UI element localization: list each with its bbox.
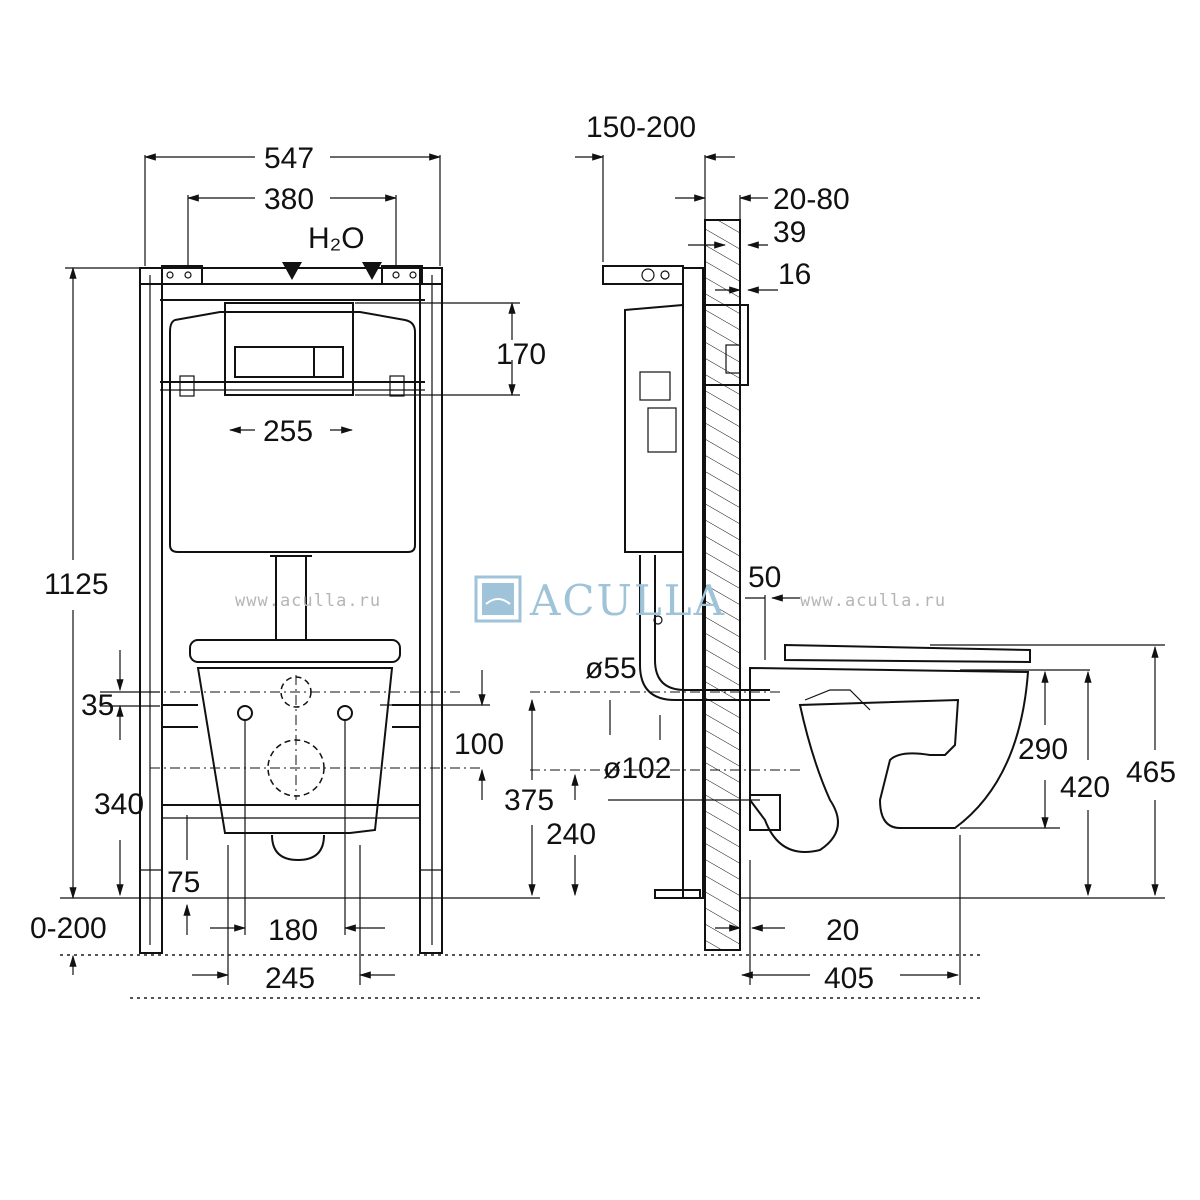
dim-150-200: 150-200	[586, 111, 696, 144]
flush-buttons	[234, 346, 344, 378]
dim-39: 39	[773, 216, 806, 249]
left-frame-post	[139, 267, 163, 954]
dim-255: 255	[263, 415, 313, 448]
dim-340: 340	[94, 788, 144, 821]
dim-547: 547	[264, 142, 314, 175]
dim-35: 35	[81, 689, 114, 722]
cistern-side	[624, 303, 684, 553]
water-inlet-arrow-right	[362, 262, 382, 280]
aculla-logo-icon	[474, 575, 522, 623]
dim-180: 180	[268, 914, 318, 947]
dim-420: 420	[1060, 771, 1110, 804]
dim-100: 100	[454, 728, 504, 761]
flush-plate	[224, 302, 354, 396]
dim-20-80: 20-80	[773, 183, 850, 216]
dim-16: 16	[778, 258, 811, 291]
dim-h2o: H₂O	[308, 222, 365, 255]
dim-d102: ø102	[603, 752, 671, 785]
seat-lid-side	[784, 643, 1031, 664]
dim-375: 375	[504, 784, 554, 817]
right-frame-post	[419, 267, 443, 954]
front-dimensions	[60, 153, 540, 985]
watermark-left: www.aculla.ru	[235, 591, 381, 611]
wall-section	[704, 219, 741, 951]
dim-0-200: 0-200	[30, 912, 107, 945]
dimension-labels: 547 380 H₂O 170 255 1125 35 340 75 0-200…	[30, 111, 1176, 995]
water-inlet-arrow-left	[282, 262, 302, 280]
cistern-body	[169, 311, 416, 553]
side-dimensions	[528, 153, 1165, 985]
watermark-logo: ACULLA	[529, 576, 726, 625]
dim-75: 75	[167, 866, 200, 899]
side-view	[530, 219, 1031, 951]
toilet-bowl-front	[196, 667, 394, 834]
top-bracket	[602, 265, 684, 285]
dim-245: 245	[265, 962, 315, 995]
dim-465: 465	[1126, 756, 1176, 789]
dim-405: 405	[824, 962, 874, 995]
dim-20: 20	[826, 914, 859, 947]
dim-1125: 1125	[44, 568, 109, 601]
dim-50: 50	[748, 561, 781, 594]
toilet-bowl-side	[749, 666, 1030, 853]
watermark: www.aculla.ru www.aculla.ru ACULLA	[235, 575, 946, 625]
front-view	[60, 262, 980, 999]
dim-380: 380	[264, 183, 314, 216]
dim-d55: ø55	[585, 652, 637, 685]
flush-plate-side	[702, 304, 749, 386]
dim-240: 240	[546, 818, 596, 851]
toilet-seat-lid	[189, 639, 401, 663]
watermark-right: www.aculla.ru	[800, 591, 946, 611]
dim-290: 290	[1018, 733, 1068, 766]
dim-170: 170	[496, 338, 546, 371]
